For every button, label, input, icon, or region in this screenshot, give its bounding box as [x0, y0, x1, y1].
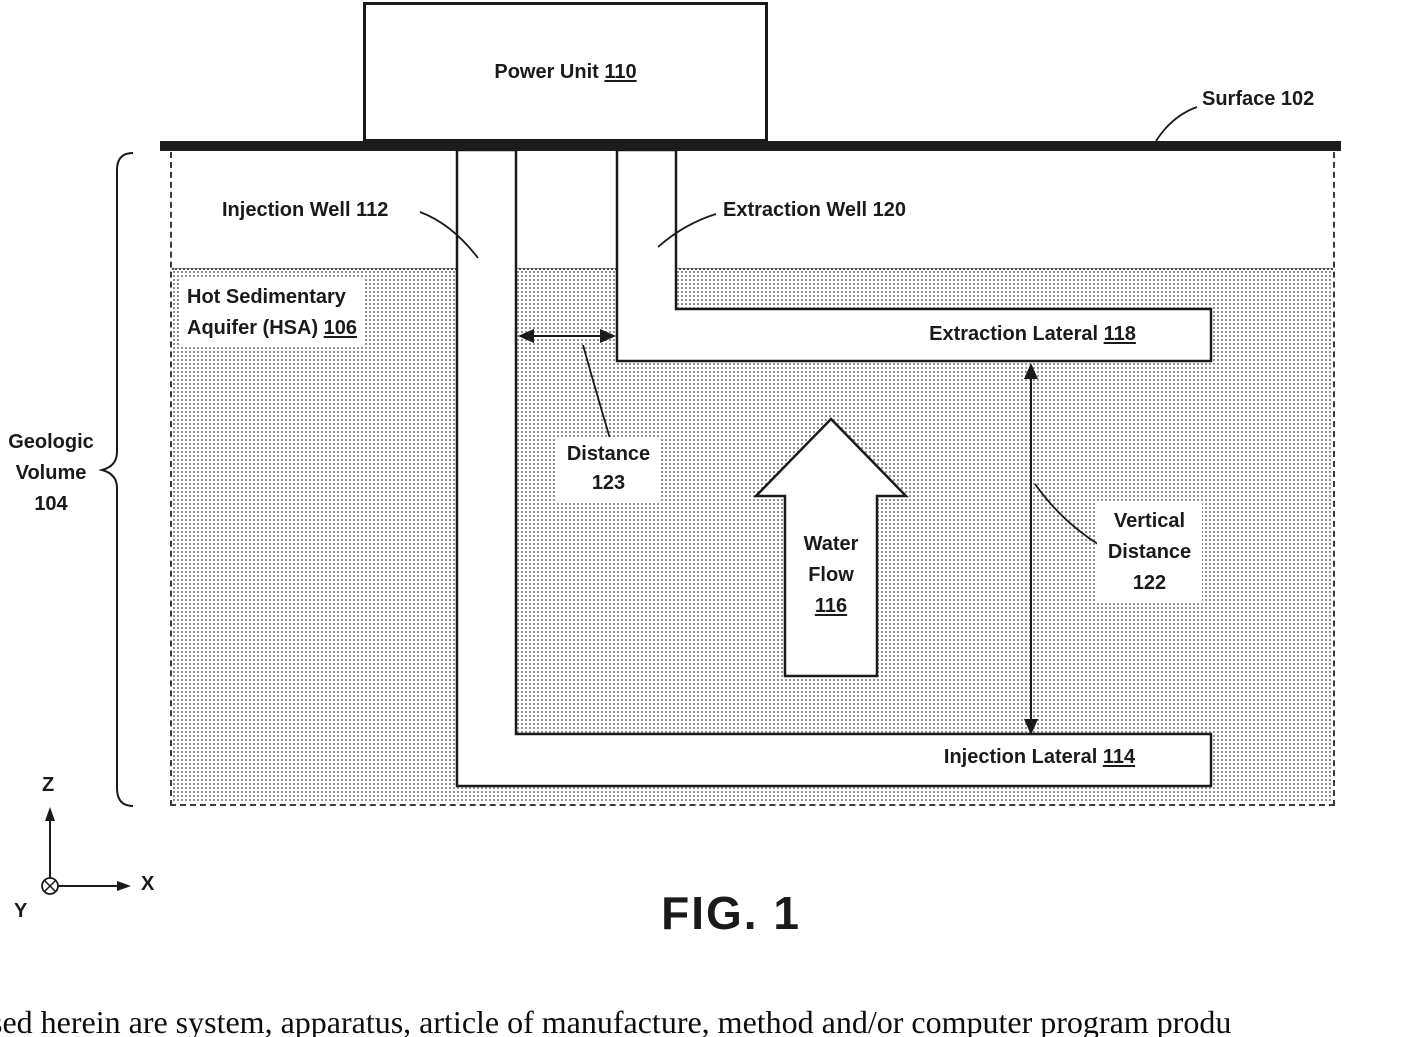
vertical-distance-line1: Vertical — [1113, 510, 1186, 532]
injection-lateral-text: Injection Lateral — [943, 746, 1098, 768]
power-unit-ref: 110 — [604, 61, 637, 83]
y-axis-label: Y — [14, 900, 28, 922]
z-axis-label: Z — [42, 774, 55, 796]
extraction-well-label: Extraction Well 120 — [723, 199, 907, 221]
z-axis-arrowhead — [45, 807, 55, 821]
power-unit-box: Power Unit 110 — [363, 2, 768, 142]
distance-label-line2: 123 — [591, 472, 626, 494]
injection-lateral-label: Injection Lateral 114 — [912, 744, 1167, 770]
hsa-label-line2: Aquifer (HSA) 106 — [187, 313, 357, 344]
x-axis-label: X — [141, 873, 155, 895]
power-unit-label: Power Unit 110 — [494, 59, 636, 85]
injection-lateral-ref: 114 — [1102, 746, 1136, 768]
vertical-distance-line2: Distance — [1107, 541, 1192, 563]
surface-pointer-line — [1155, 106, 1198, 142]
power-unit-label-text: Power Unit — [494, 61, 599, 83]
geologic-volume-brace — [98, 152, 134, 807]
hsa-label-text: Aquifer (HSA) — [187, 317, 319, 339]
injection-well-label: Injection Well 112 — [222, 199, 389, 221]
extraction-lateral-label: Extraction Lateral 118 — [905, 321, 1160, 347]
hsa-label-line1: Hot Sedimentary — [187, 286, 346, 308]
surface-line — [160, 141, 1341, 151]
water-flow-label: Water Flow 116 — [786, 529, 876, 622]
surface-label: Surface 102 — [1202, 88, 1315, 110]
distance-label: Distance 123 — [556, 437, 661, 501]
vertical-distance-line3: 122 — [1132, 572, 1167, 594]
x-axis-arrowhead — [117, 881, 131, 891]
vertical-distance-label: Vertical Distance 122 — [1097, 503, 1202, 602]
water-flow-ref: 116 — [814, 595, 848, 617]
y-axis-symbol — [41, 877, 59, 895]
figure-title: FIG. 1 — [661, 887, 801, 939]
extraction-lateral-text: Extraction Lateral — [929, 323, 1099, 345]
hsa-ref: 106 — [323, 317, 358, 339]
caption-text-fragment: sed herein are system, apparatus, articl… — [0, 1004, 1232, 1037]
hsa-label: Hot Sedimentary Aquifer (HSA) 106 — [180, 279, 365, 347]
water-flow-line2: Flow — [808, 564, 854, 586]
geologic-volume-line2: Volume — [15, 462, 87, 484]
extraction-lateral-ref: 118 — [1103, 323, 1136, 345]
geologic-volume-label: Geologic Volume 104 — [2, 427, 100, 520]
geologic-volume-line3: 104 — [34, 493, 68, 515]
water-flow-line1: Water — [803, 533, 859, 555]
geologic-volume-line1: Geologic — [8, 431, 94, 453]
distance-label-line1: Distance — [566, 443, 651, 465]
axes-indicator — [41, 807, 131, 895]
